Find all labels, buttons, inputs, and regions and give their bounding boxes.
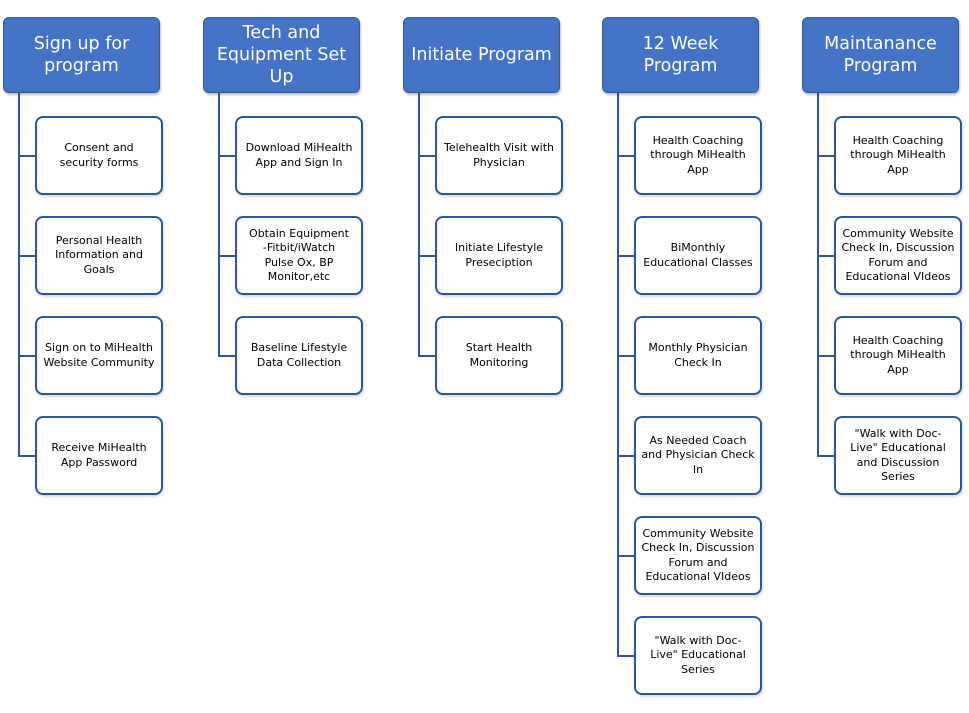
step-card: Telehealth Visit with Physician [435, 116, 563, 195]
step-card: Initiate Lifestyle Preseciption [435, 216, 563, 295]
step-label: "Walk with Doc- Live" Educational and Di… [850, 426, 946, 484]
connector-line [18, 93, 20, 457]
branch-connector [18, 254, 35, 257]
branch-connector [18, 154, 35, 157]
branch-connector [817, 454, 834, 457]
phase-column: Tech and Equipment Set Up Download MiHeal… [203, 0, 368, 713]
step-label: Consent and security forms [59, 141, 139, 169]
branch-connector [617, 154, 634, 157]
phase-header: Sign up for program [3, 17, 160, 93]
step-label: Telehealth Visit with Physician [443, 141, 555, 169]
connector-line [817, 93, 819, 457]
branch-connector [418, 154, 435, 157]
step-label: BiMonthly Educational Classes [643, 241, 753, 269]
branch-connector [218, 254, 235, 257]
branch-connector [817, 154, 834, 157]
step-card: Consent and security forms [35, 116, 163, 195]
branch-connector [218, 154, 235, 157]
branch-connector [18, 354, 35, 357]
step-label: Obtain Equipment -Fitbit/iWatch Pulse Ox… [249, 226, 349, 284]
step-label: Monthly Physician Check In [648, 341, 748, 369]
step-card: BiMonthly Educational Classes [634, 216, 762, 295]
phase-header: 12 Week Program [602, 17, 759, 93]
step-label: "Walk with Doc-Live" Educational Series [650, 633, 746, 676]
step-label: Receive MiHealth App Password [51, 441, 147, 469]
step-card: Health Coaching through MiHealth App [634, 116, 762, 195]
branch-connector [418, 354, 435, 357]
step-card: Start Health Monitoring [435, 316, 563, 395]
phase-header: Initiate Program [403, 17, 560, 93]
phase-header: Maintanance Program [802, 17, 959, 93]
branch-connector [418, 254, 435, 257]
step-card: Sign on to MiHealth Website Community [35, 316, 163, 395]
branch-connector [18, 454, 35, 457]
step-label: Community Website Check In, Discussion F… [841, 226, 955, 284]
step-card: Personal Health Information and Goals [35, 216, 163, 295]
step-label: Community Website Check In, Discussion F… [641, 526, 755, 584]
branch-connector [617, 454, 634, 457]
step-label: As Needed Coach and Physician Check In [641, 433, 755, 476]
branch-connector [617, 554, 634, 557]
step-label: Download MiHealth App and Sign In [245, 141, 353, 169]
step-card: Community Website Check In, Discussion F… [834, 216, 962, 295]
step-card: As Needed Coach and Physician Check In [634, 416, 762, 495]
step-card: Download MiHealth App and Sign In [235, 116, 363, 195]
branch-connector [817, 254, 834, 257]
step-label: Health Coaching through MiHealth App [650, 133, 746, 176]
step-card: Receive MiHealth App Password [35, 416, 163, 495]
step-card: Health Coaching through MiHealth App [834, 116, 962, 195]
step-label: Start Health Monitoring [465, 341, 533, 369]
step-label: Initiate Lifestyle Preseciption [454, 241, 544, 269]
step-card: "Walk with Doc- Live" Educational and Di… [834, 416, 962, 495]
connector-line [617, 93, 619, 657]
branch-connector [218, 354, 235, 357]
phase-header: Tech and Equipment Set Up [203, 17, 360, 93]
branch-connector [617, 354, 634, 357]
step-card: Monthly Physician Check In [634, 316, 762, 395]
step-label: Baseline Lifestyle Data Collection [250, 341, 348, 369]
step-card: Health Coaching through MiHealth App [834, 316, 962, 395]
step-label: Sign on to MiHealth Website Community [43, 341, 155, 369]
step-label: Personal Health Information and Goals [55, 233, 143, 276]
step-label: Health Coaching through MiHealth App [850, 133, 946, 176]
branch-connector [617, 654, 634, 657]
step-card: Community Website Check In, Discussion F… [634, 516, 762, 595]
step-card: "Walk with Doc-Live" Educational Series [634, 616, 762, 695]
branch-connector [617, 254, 634, 257]
step-card: Baseline Lifestyle Data Collection [235, 316, 363, 395]
connector-line [418, 93, 420, 357]
branch-connector [817, 354, 834, 357]
connector-line [218, 93, 220, 357]
step-card: Obtain Equipment -Fitbit/iWatch Pulse Ox… [235, 216, 363, 295]
step-label: Health Coaching through MiHealth App [850, 333, 946, 376]
